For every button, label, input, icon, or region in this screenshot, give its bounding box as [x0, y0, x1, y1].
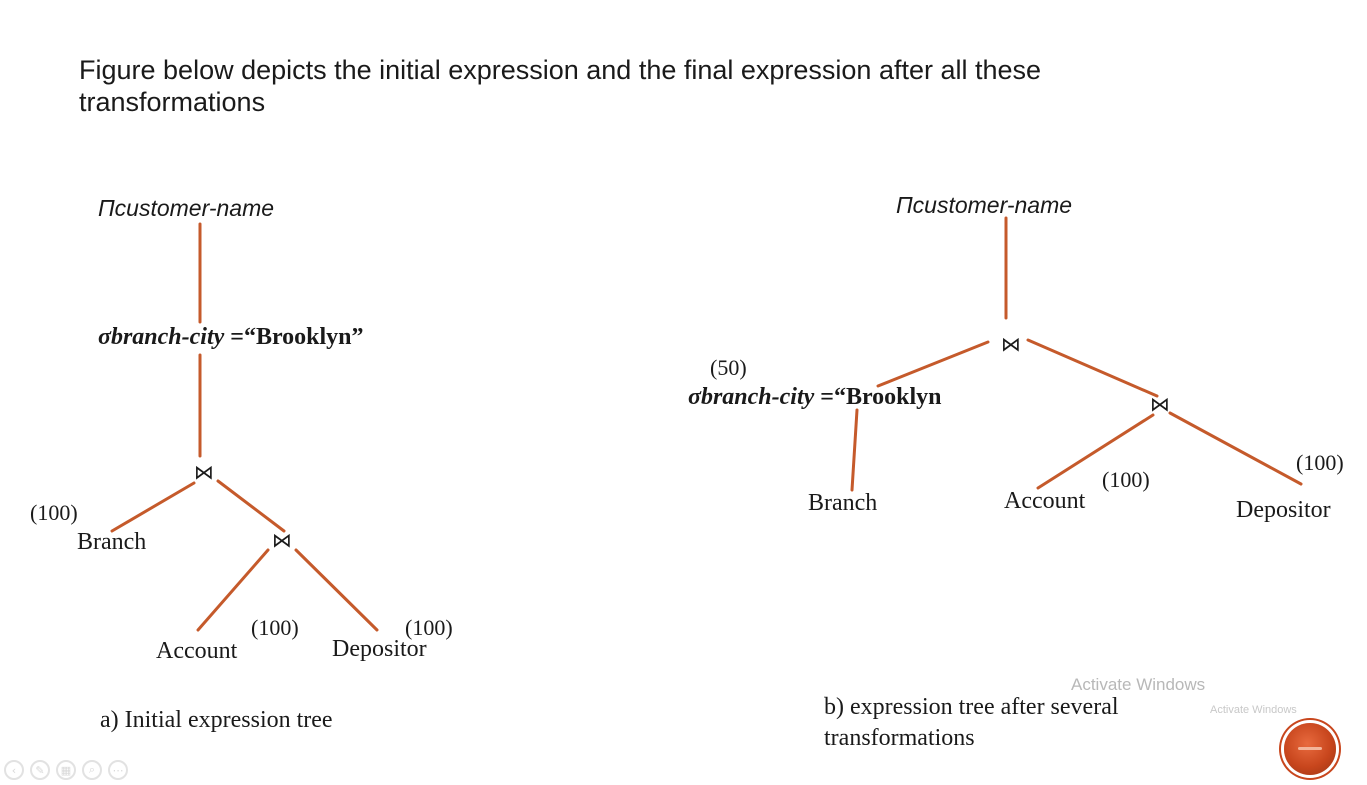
heading-line-1: Figure below depicts the initial express… [79, 55, 1042, 85]
tree-b-join-inner: ⋈ [1150, 392, 1170, 416]
slideshow-controls: ‹ ✎ ▦ ⌕ ⋯ [0, 760, 128, 785]
edge-b-join-depositor [1168, 411, 1303, 486]
edge-a-join-depositor [294, 548, 379, 632]
tree-b-caption-line-1: b) expression tree after several [824, 694, 1119, 720]
tree-a-depositor: Depositor [332, 636, 427, 662]
tree-b-depositor-count: (100) [1296, 450, 1344, 475]
tree-a-branch-count: (100) [30, 500, 78, 525]
tree-b-selection: σbranch-city =“Brooklyn [688, 384, 942, 410]
tree-b-depositor: Depositor [1236, 497, 1331, 523]
tree-a-join-top: ⋈ [194, 460, 214, 484]
tree-a-selection-attr: branch-city [111, 324, 225, 350]
edge-b-join-selection [876, 340, 990, 388]
heading-line-2: transformations [79, 87, 266, 117]
tree-b-projection: Πcustomer-name [896, 192, 1072, 218]
tree-b-join-top: ⋈ [1001, 332, 1021, 356]
activate-windows-watermark-sub: Activate Windows [1210, 704, 1297, 716]
tree-a-caption: a) Initial expression tree [100, 707, 333, 733]
more-icon[interactable]: ⋯ [108, 760, 128, 780]
tree-a-selection-cond: =“Brooklyn” [224, 324, 363, 350]
tree-a-branch: Branch [77, 529, 146, 555]
tree-a-join-inner: ⋈ [272, 528, 292, 552]
edge-a-join-join [216, 479, 286, 533]
pen-icon[interactable]: ✎ [30, 760, 50, 780]
slide-heading: Figure below depicts the initial express… [79, 54, 1279, 118]
tree-a-projection: Πcustomer-name [98, 195, 274, 221]
edge-a-join-branch [110, 481, 196, 533]
tree-a-account: Account [156, 638, 238, 664]
edge-b-selection-branch [850, 408, 859, 492]
record-button[interactable] [1284, 723, 1336, 775]
edge-a-join-account [196, 548, 270, 632]
tree-a-edges [110, 222, 379, 632]
edge-b-join-join [1026, 338, 1159, 398]
tree-b-selection-cond: =“Brooklyn [814, 384, 941, 410]
slides-icon[interactable]: ▦ [56, 760, 76, 780]
activate-windows-watermark: Activate Windows [1071, 675, 1206, 694]
zoom-icon[interactable]: ⌕ [82, 760, 102, 780]
tree-b-caption: b) expression tree after several transfo… [824, 692, 1224, 754]
tree-a-account-count: (100) [251, 615, 299, 640]
tree-b-account-count: (100) [1102, 467, 1150, 492]
tree-a-depositor-count: (100) [405, 615, 453, 640]
tree-b-account: Account [1004, 488, 1086, 514]
tree-b-branch: Branch [808, 490, 877, 516]
tree-b-selection-count: (50) [710, 355, 747, 380]
tree-b-sigma: σ [688, 384, 702, 410]
previous-icon[interactable]: ‹ [4, 760, 24, 780]
tree-b-caption-line-2: transformations [824, 725, 975, 751]
tree-a-sigma: σ [98, 324, 112, 350]
tree-b-selection-attr: branch-city [701, 384, 815, 410]
record-icon [1298, 747, 1322, 750]
tree-a-selection: σbranch-city =“Brooklyn” [98, 324, 364, 350]
tree-b-edges [850, 216, 1303, 492]
edge-b-join-account [1036, 413, 1155, 490]
